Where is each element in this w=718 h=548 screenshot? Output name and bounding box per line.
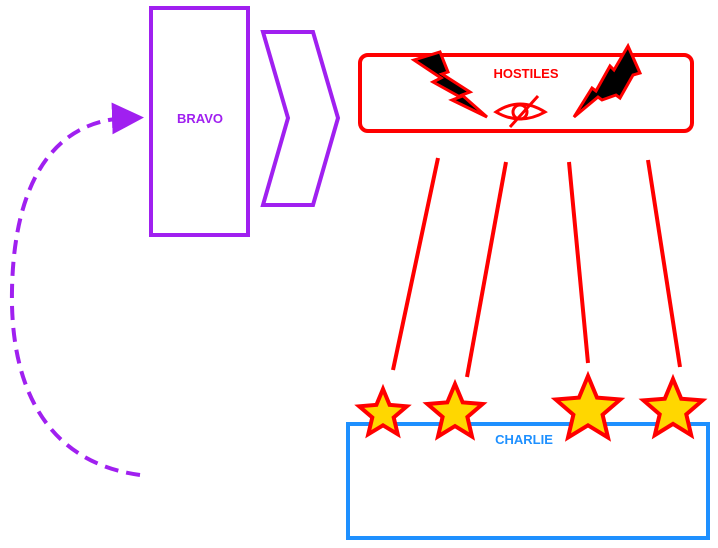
attack-line <box>567 161 590 364</box>
star-icon <box>422 378 488 441</box>
attack-lines <box>391 157 682 378</box>
attack-line <box>465 161 508 378</box>
star-icon <box>354 383 412 439</box>
star-icon <box>638 373 708 440</box>
charlie-label: CHARLIE <box>495 432 553 447</box>
hostiles-label: HOSTILES <box>493 66 558 81</box>
eye-slash-icon <box>493 94 548 129</box>
chevron-arrow <box>260 30 341 207</box>
charlie-node: CHARLIE <box>346 422 710 540</box>
bravo-label: BRAVO <box>177 111 223 126</box>
attack-line <box>391 157 440 371</box>
hostiles-node: HOSTILES <box>358 42 694 133</box>
lightning-bolt-icon <box>410 50 488 119</box>
lightning-bolt-icon <box>572 42 643 119</box>
attack-line <box>646 159 682 368</box>
return-arrow <box>9 102 144 477</box>
bravo-node: BRAVO <box>149 6 250 237</box>
star-icon <box>550 370 626 442</box>
